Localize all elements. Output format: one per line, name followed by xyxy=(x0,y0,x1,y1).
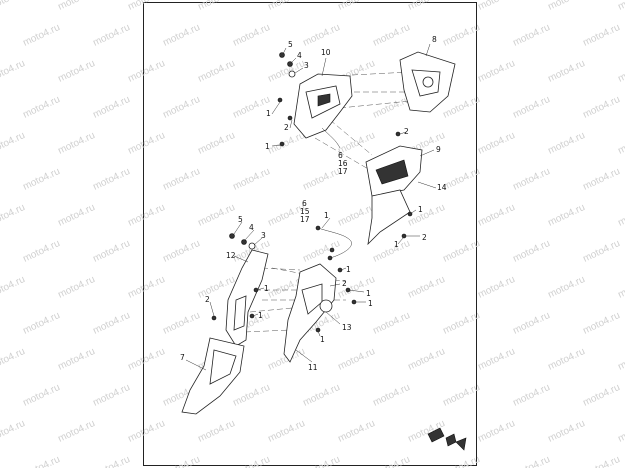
callout-1: 1 xyxy=(266,109,271,118)
callout-4: 4 xyxy=(249,223,254,232)
callout-1: 1 xyxy=(394,240,399,249)
callout-14: 14 xyxy=(437,183,447,192)
callout-2: 2 xyxy=(284,123,289,132)
callout-1: 1 xyxy=(418,205,423,214)
callout-17: 17 xyxy=(338,167,348,176)
leader-lines xyxy=(185,43,437,371)
callout-3: 3 xyxy=(304,61,309,70)
callout-1: 1 xyxy=(368,299,373,308)
callout-10: 10 xyxy=(321,48,331,57)
callout-13: 13 xyxy=(342,323,352,332)
callout-2: 1 xyxy=(320,335,325,344)
callout-2: 2 xyxy=(404,127,409,136)
callout-4: 4 xyxy=(297,51,302,60)
callout-3: 3 xyxy=(261,231,266,240)
callout-2: 2 xyxy=(342,279,347,288)
part-8-rear-cowl xyxy=(399,51,456,113)
callout-5: 5 xyxy=(238,215,243,224)
callout-1: 1 xyxy=(264,284,269,293)
part-11-right-panel xyxy=(283,263,337,363)
callout-9: 9 xyxy=(436,145,441,154)
wire-harness xyxy=(315,127,352,261)
part-12-left-panel xyxy=(225,249,269,347)
callout-1: 1 xyxy=(346,265,351,274)
callout-1: 1 xyxy=(265,142,270,151)
callout-5: 5 xyxy=(288,40,293,49)
callout-1: 1 xyxy=(258,311,263,320)
callout-7: 7 xyxy=(180,353,185,362)
callout-16: 16 xyxy=(338,159,348,168)
callout-12: 12 xyxy=(226,251,236,260)
callout-2: 2 xyxy=(422,233,427,242)
callout-17: 17 xyxy=(300,215,310,224)
callout-15: 15 xyxy=(300,207,310,216)
callout-labels: 5 4 3 10 8 1 2 1 6 16 17 2 9 14 1 2 1 6 … xyxy=(180,35,447,372)
direction-arrow-icon xyxy=(427,427,467,451)
callout-1: 1 xyxy=(366,289,371,298)
part-9-license-bracket xyxy=(365,145,423,246)
callout-6: 6 xyxy=(338,151,343,160)
callout-8: 8 xyxy=(432,35,437,44)
callout-6: 6 xyxy=(302,199,307,208)
fasteners xyxy=(211,52,413,333)
callout-11: 11 xyxy=(308,363,318,372)
part-10-tail-light xyxy=(293,73,353,139)
callout-1: 1 xyxy=(324,211,329,220)
callout-2: 2 xyxy=(205,295,210,304)
part-7-undertray xyxy=(181,337,245,415)
